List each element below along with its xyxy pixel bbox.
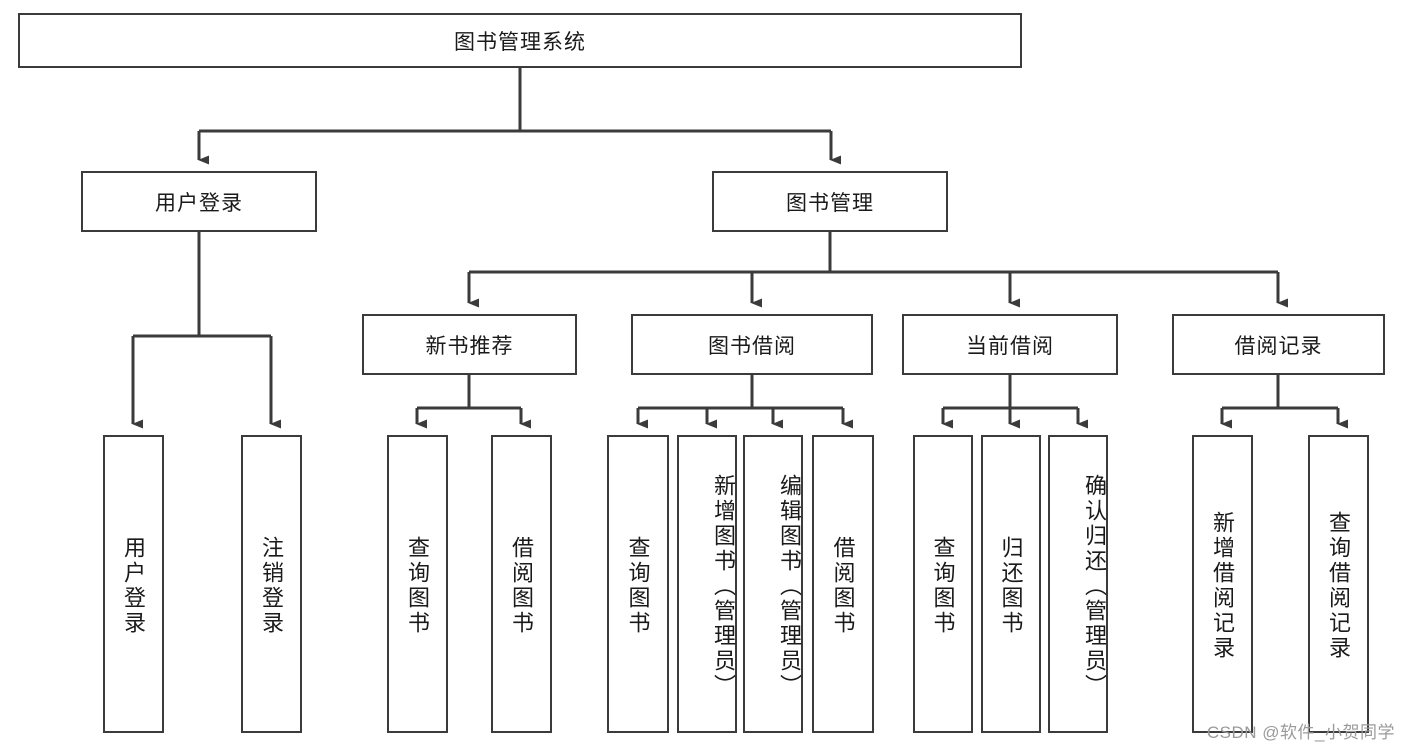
leaf-current-borrow-return-book[interactable]: 归还图书 <box>981 435 1041 733</box>
node-label: 新增图书（管理员） <box>711 473 736 699</box>
node-label: 图书管理 <box>786 191 874 215</box>
node-label: 借阅图书 <box>509 536 535 636</box>
leaf-book-borrow-add-book-admin[interactable]: 新增图书（管理员） <box>677 435 737 733</box>
node-label: 归还图书 <box>998 536 1024 636</box>
leaf-book-borrow-borrow-book[interactable]: 借阅图书 <box>812 435 874 733</box>
leaf-book-borrow-edit-book-admin[interactable]: 编辑图书（管理员） <box>743 435 803 733</box>
node-label: 新书推荐 <box>425 334 514 358</box>
node-current-borrow[interactable]: 当前借阅 <box>902 314 1118 375</box>
node-book-borrow[interactable]: 图书借阅 <box>631 314 873 375</box>
node-root-book-management-system[interactable]: 图书管理系统 <box>18 13 1022 68</box>
node-label: 用户登录 <box>155 191 243 215</box>
node-user-login[interactable]: 用户登录 <box>81 171 317 232</box>
node-new-book-recommend[interactable]: 新书推荐 <box>362 314 577 375</box>
leaf-borrow-record-query-record[interactable]: 查询借阅记录 <box>1308 435 1369 733</box>
node-label: 查询借阅记录 <box>1326 511 1352 661</box>
node-label: 确认归还（管理员） <box>1082 473 1107 699</box>
node-label: 用户登录 <box>121 536 147 636</box>
leaf-user-login-login[interactable]: 用户登录 <box>103 435 164 733</box>
leaf-book-borrow-query-book[interactable]: 查询图书 <box>607 435 669 733</box>
node-book-management[interactable]: 图书管理 <box>712 171 948 232</box>
node-label: 注销登录 <box>259 536 285 636</box>
node-label: 查询图书 <box>625 536 651 636</box>
node-label: 编辑图书（管理员） <box>777 473 802 699</box>
leaf-new-book-borrow-book[interactable]: 借阅图书 <box>491 435 552 733</box>
node-label: 图书借阅 <box>708 334 796 358</box>
node-label: 查询图书 <box>930 536 956 636</box>
node-label: 借阅记录 <box>1234 334 1323 358</box>
node-label: 借阅图书 <box>830 536 856 636</box>
leaf-current-borrow-query-book[interactable]: 查询图书 <box>913 435 973 733</box>
leaf-user-login-logout[interactable]: 注销登录 <box>241 435 302 733</box>
leaf-current-borrow-confirm-return-admin[interactable]: 确认归还（管理员） <box>1048 435 1108 733</box>
node-label: 图书管理系统 <box>454 30 586 54</box>
csdn-watermark: CSDN @软件_小贺同学 <box>1206 723 1395 742</box>
node-label: 查询图书 <box>405 536 431 636</box>
node-label: 当前借阅 <box>966 334 1054 358</box>
leaf-borrow-record-add-record[interactable]: 新增借阅记录 <box>1192 435 1253 733</box>
leaf-new-book-query-book[interactable]: 查询图书 <box>387 435 448 733</box>
node-borrow-record[interactable]: 借阅记录 <box>1172 314 1385 375</box>
node-label: 新增借阅记录 <box>1210 511 1236 661</box>
